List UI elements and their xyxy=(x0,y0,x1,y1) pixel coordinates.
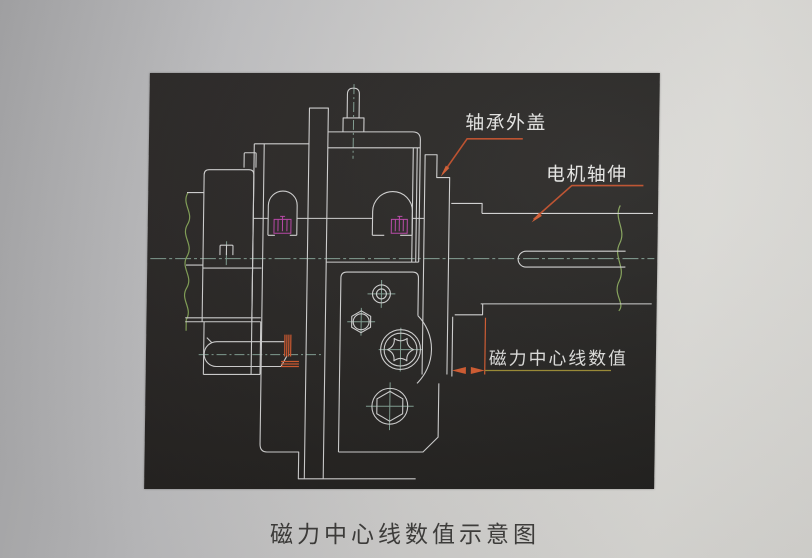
bearing-arch-right xyxy=(371,191,413,236)
seals xyxy=(273,215,408,234)
bearing-arch-left xyxy=(267,190,298,236)
hex-bolt-small xyxy=(351,310,372,334)
break-line-left xyxy=(184,192,191,331)
screw-crosshair xyxy=(367,280,396,308)
seal-right xyxy=(390,215,408,234)
break-line-right xyxy=(616,205,623,312)
screw-circle xyxy=(371,284,391,304)
key-block xyxy=(219,244,234,256)
cad-drawing: 磁力中心线数值 轴承外盖 电机轴伸 xyxy=(150,84,655,480)
leader-line xyxy=(533,184,644,220)
bearing-housing-outline xyxy=(253,131,425,263)
label-motor-shaft: 电机轴伸 xyxy=(546,164,628,186)
hex-large-crosshair xyxy=(365,382,414,431)
lower-block-outline xyxy=(337,271,440,453)
stud xyxy=(342,87,365,132)
figure-caption: 磁力中心线数值示意图 xyxy=(270,522,540,548)
shaft xyxy=(451,202,653,316)
bearing-cap-outline xyxy=(411,147,451,375)
torx-crosshair xyxy=(378,327,423,372)
flange-plates xyxy=(250,107,416,480)
label-bearing-cover: 轴承外盖 xyxy=(465,112,547,134)
dimension-orange-line xyxy=(484,317,487,375)
dimension-arrow-right-icon xyxy=(470,366,485,374)
centerlines xyxy=(150,84,655,431)
label-magnetic-centerline: 磁力中心线数值 xyxy=(489,349,628,370)
hatch-orange xyxy=(281,334,299,368)
seal-left xyxy=(273,215,292,234)
leader-bearing-cover: 轴承外盖 xyxy=(440,112,547,177)
hub-top-lug xyxy=(243,152,257,168)
dimension-magnetic-centerline: 磁力中心线数值 xyxy=(451,317,628,375)
keyway xyxy=(517,250,626,268)
dimension-arrow-left-icon xyxy=(451,366,466,374)
hex-bolt-large xyxy=(371,387,409,425)
torx-plug xyxy=(380,329,421,371)
leader-motor-shaft: 电机轴伸 xyxy=(531,164,644,223)
leader-line xyxy=(442,138,523,175)
drawing-canvas: 磁力中心线数值 轴承外盖 电机轴伸 xyxy=(144,73,660,489)
dimension-extension-line xyxy=(451,316,454,377)
leader-arrow-icon xyxy=(531,212,542,223)
leader-arrow-icon xyxy=(440,165,450,177)
pin xyxy=(203,337,288,368)
stud-centerline xyxy=(352,84,355,159)
